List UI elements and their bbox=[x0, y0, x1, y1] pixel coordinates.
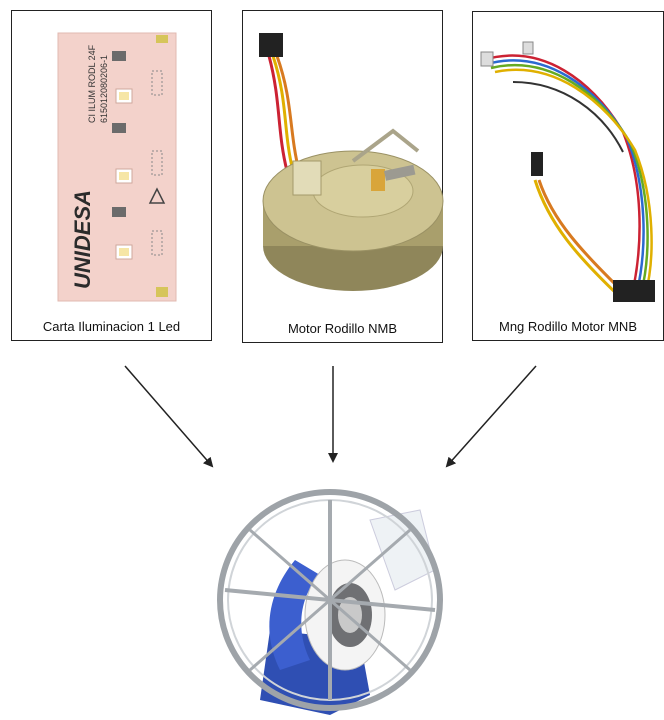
arrow-left bbox=[125, 366, 212, 466]
led-board-image: CI ILUM RODL 24F 615012080206-1 UNIDESA bbox=[12, 11, 213, 311]
board-serial: 615012080206-1 bbox=[99, 55, 109, 123]
caption-led-board: Carta Iluminacion 1 Led bbox=[12, 319, 211, 334]
caption-motor: Motor Rodillo NMB bbox=[243, 321, 442, 336]
unidesa-logo: UNIDESA bbox=[70, 190, 95, 289]
arrow-right bbox=[447, 366, 536, 466]
component-card-led-board: CI ILUM RODL 24F 615012080206-1 UNIDESA … bbox=[11, 10, 212, 341]
harness-image bbox=[473, 12, 664, 312]
component-card-motor: Motor Rodillo NMB bbox=[242, 10, 443, 343]
component-card-harness: Mng Rodillo Motor MNB bbox=[472, 11, 664, 341]
caption-harness: Mng Rodillo Motor MNB bbox=[473, 319, 663, 334]
motor-image bbox=[243, 11, 444, 311]
roller-assembly-image bbox=[200, 480, 460, 720]
board-label: CI ILUM RODL 24F bbox=[87, 44, 97, 123]
